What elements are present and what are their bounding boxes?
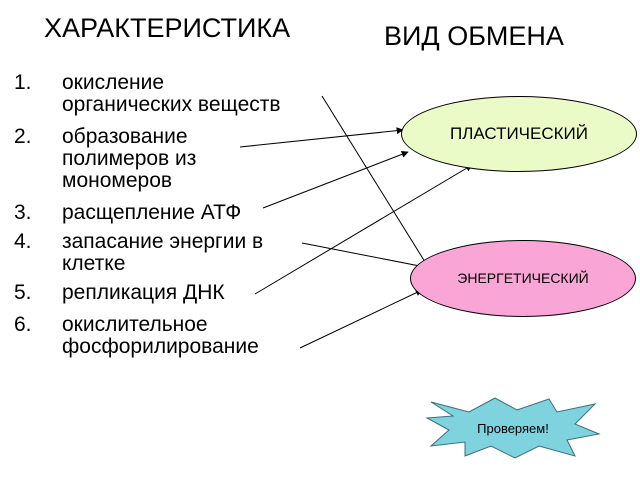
item-number: 3.	[14, 201, 32, 224]
arrow-item-6	[299, 289, 423, 349]
item-number: 4.	[14, 230, 32, 253]
exchange-type-heading: ВИД ОБМЕНА	[384, 21, 564, 51]
item-text: запасание энергии в	[62, 230, 264, 253]
item-number: 2.	[14, 125, 32, 148]
item-text: репликация ДНК	[62, 281, 225, 304]
item-text: органических веществ	[62, 93, 281, 116]
plastic-exchange-oval[interactable]: ПЛАСТИЧЕСКИЙ	[401, 96, 637, 172]
item-text: фосфорилирование	[62, 335, 259, 358]
arrow-item-1	[321, 95, 431, 271]
item-number: 5.	[14, 281, 32, 304]
arrow-item-3	[262, 151, 409, 209]
item-text: окисление	[62, 71, 165, 94]
arrow-item-5	[254, 164, 473, 295]
item-text: мономеров	[62, 169, 173, 192]
arrow-item-4	[301, 242, 431, 271]
energy-exchange-oval[interactable]: ЭНЕРГЕТИЧЕСКИЙ	[410, 240, 636, 317]
item-text: расщепление АТФ	[62, 201, 242, 224]
item-text: окислительное	[62, 313, 208, 336]
item-text: образование	[62, 125, 188, 148]
item-number: 6.	[14, 313, 32, 336]
check-button[interactable]: Проверяем!	[425, 396, 601, 460]
check-button-label: Проверяем!	[477, 420, 549, 436]
characteristic-heading: ХАРАКТЕРИСТИКА	[44, 13, 291, 43]
energy-exchange-label: ЭНЕРГЕТИЧЕСКИЙ	[457, 270, 589, 287]
item-text: клетке	[62, 252, 126, 275]
item-text: полимеров из	[62, 147, 197, 170]
item-number: 1.	[14, 71, 32, 94]
starburst-icon	[425, 397, 601, 459]
arrow-item-2	[239, 127, 404, 148]
plastic-exchange-label: ПЛАСТИЧЕСКИЙ	[450, 124, 588, 144]
